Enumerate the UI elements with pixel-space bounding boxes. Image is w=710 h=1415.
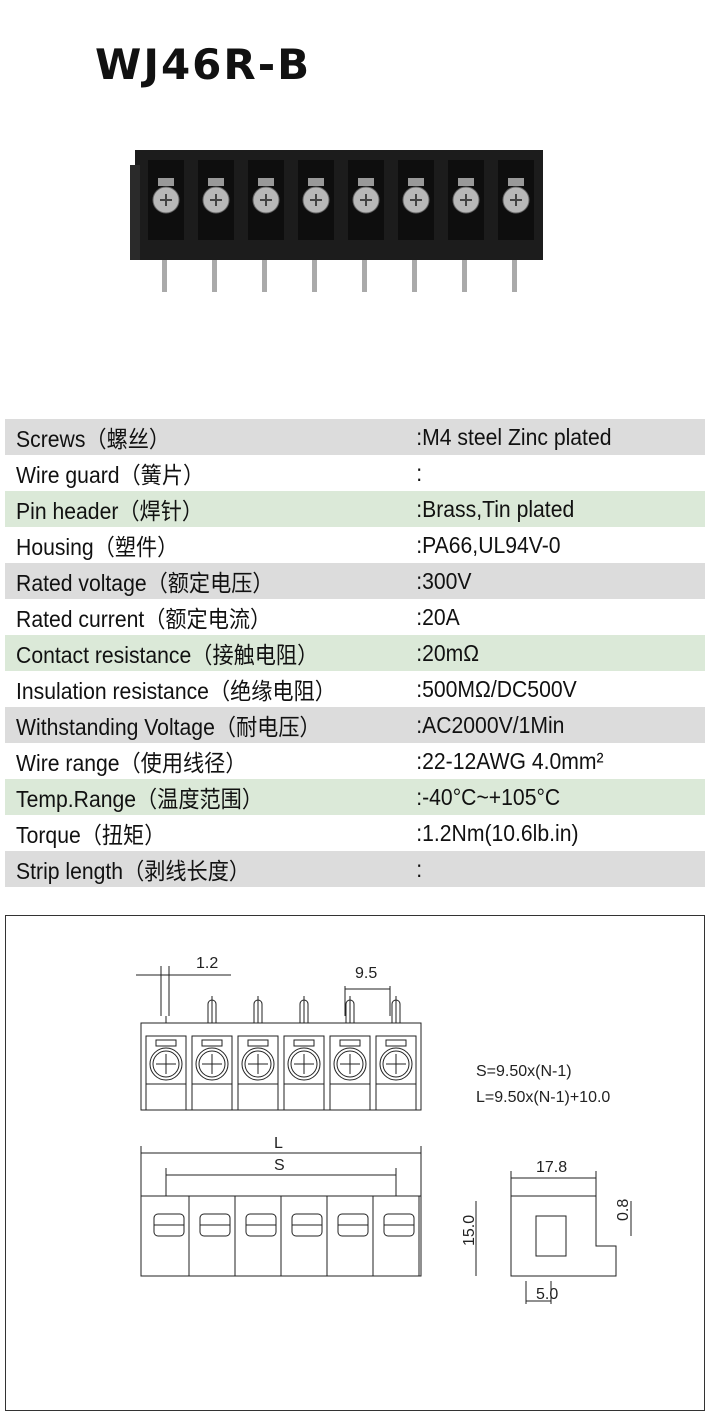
terminal-screw-icon — [298, 160, 334, 292]
height-dim: 15.0 — [461, 1215, 478, 1246]
spec-row: Temp.Range（温度范围） :-40°C~+105°C — [5, 779, 705, 815]
pin-width-dim: 1.2 — [196, 955, 218, 972]
spec-row: Torque（扭矩） :1.2Nm(10.6lb.in) — [5, 815, 705, 851]
spec-label: Screws（螺丝） — [16, 426, 171, 452]
terminal-slot — [337, 1196, 374, 1276]
spec-row: Wire range（使用线径） :22-12AWG 4.0mm² — [5, 743, 705, 779]
spec-row: Insulation resistance（绝缘电阻） :500MΩ/DC500V — [5, 671, 705, 707]
spec-label: Temp.Range（温度范围） — [16, 786, 263, 812]
spec-label: Rated voltage（额定电压） — [16, 570, 274, 596]
spec-row: Strip length（剥线长度）: — [5, 851, 705, 887]
terminal-slot — [383, 1196, 420, 1276]
spec-label: Torque（扭矩） — [16, 822, 166, 848]
terminal-slot — [199, 1196, 236, 1276]
spec-label: Withstanding Voltage（耐电压） — [16, 714, 321, 740]
spec-row: Wire guard（簧片）: — [5, 455, 705, 491]
spec-value: :1.2Nm(10.6lb.in) — [416, 819, 579, 846]
terminal-screw-icon — [329, 996, 371, 1111]
terminal-screw-icon — [145, 1016, 187, 1111]
spec-label: Contact resistance（接触电阻） — [16, 642, 319, 668]
terminal-screw-icon — [375, 996, 417, 1111]
spec-label: Wire guard（簧片） — [16, 462, 205, 488]
spec-row: Rated voltage（额定电压） :300V — [5, 563, 705, 599]
terminal-screw-icon — [448, 160, 484, 292]
spec-label: Rated current（额定电流） — [16, 606, 272, 632]
span-label: S — [274, 1157, 285, 1174]
terminal-screw-icon — [248, 160, 284, 292]
spec-label: Pin header（焊针） — [16, 498, 204, 524]
spec-value: :500MΩ/DC500V — [416, 675, 577, 702]
offset-dim: 0.8 — [615, 1199, 632, 1221]
product-photo — [130, 150, 543, 292]
spec-label: Housing（塑件） — [16, 534, 179, 560]
terminal-screw-icon — [198, 160, 234, 292]
spec-row: Contact resistance（接触电阻） :20mΩ — [5, 635, 705, 671]
terminal-screw-icon — [148, 160, 184, 292]
formula-l: L=9.50x(N-1)+10.0 — [476, 1089, 610, 1106]
spec-value: :Brass,Tin plated — [416, 495, 575, 522]
terminal-slot — [153, 1196, 190, 1276]
terminal-screw-icon — [191, 996, 233, 1111]
spec-row: Pin header（焊针） :Brass,Tin plated — [5, 491, 705, 527]
length-label: L — [274, 1135, 283, 1152]
pin-offset-dim: 5.0 — [536, 1286, 558, 1303]
spec-value: :20mΩ — [416, 639, 480, 666]
spec-value: :300V — [416, 567, 472, 594]
terminal-screw-icon — [283, 996, 325, 1111]
terminal-screw-icon — [348, 160, 384, 292]
spec-value: : — [416, 855, 423, 882]
spec-value: :M4 steel Zinc plated — [416, 423, 612, 450]
spec-label: Insulation resistance（绝缘电阻） — [16, 678, 336, 704]
terminal-screw-icon — [398, 160, 434, 292]
technical-drawing: 1.2 9.5 S=9.50x(N-1) L=9.50x(N-1)+10.0 L… — [5, 915, 705, 1411]
terminal-screw-icon — [498, 160, 534, 292]
terminal-slot — [245, 1196, 282, 1276]
spec-row: Rated current（额定电流） :20A — [5, 599, 705, 635]
pitch-dim: 9.5 — [355, 965, 377, 982]
spec-value: :-40°C~+105°C — [416, 783, 561, 810]
spec-value: : — [416, 459, 423, 486]
depth-dim: 17.8 — [536, 1159, 567, 1176]
spec-row: Withstanding Voltage（耐电压） :AC2000V/1Min — [5, 707, 705, 743]
spec-row: Screws（螺丝） :M4 steel Zinc plated — [5, 419, 705, 455]
spec-label: Strip length（剥线长度） — [16, 858, 251, 884]
spec-value: :PA66,UL94V-0 — [416, 531, 561, 558]
spec-label: Wire range（使用线径） — [16, 750, 247, 776]
product-title: WJ46R-B — [95, 40, 312, 89]
spec-value: :20A — [416, 603, 460, 630]
spec-value: :22-12AWG 4.0mm² — [416, 747, 604, 774]
spec-value: :AC2000V/1Min — [416, 711, 565, 738]
terminal-screw-icon — [237, 996, 279, 1111]
spec-row: Housing（塑件） :PA66,UL94V-0 — [5, 527, 705, 563]
terminal-slot — [291, 1196, 328, 1276]
formula-s: S=9.50x(N-1) — [476, 1063, 572, 1080]
